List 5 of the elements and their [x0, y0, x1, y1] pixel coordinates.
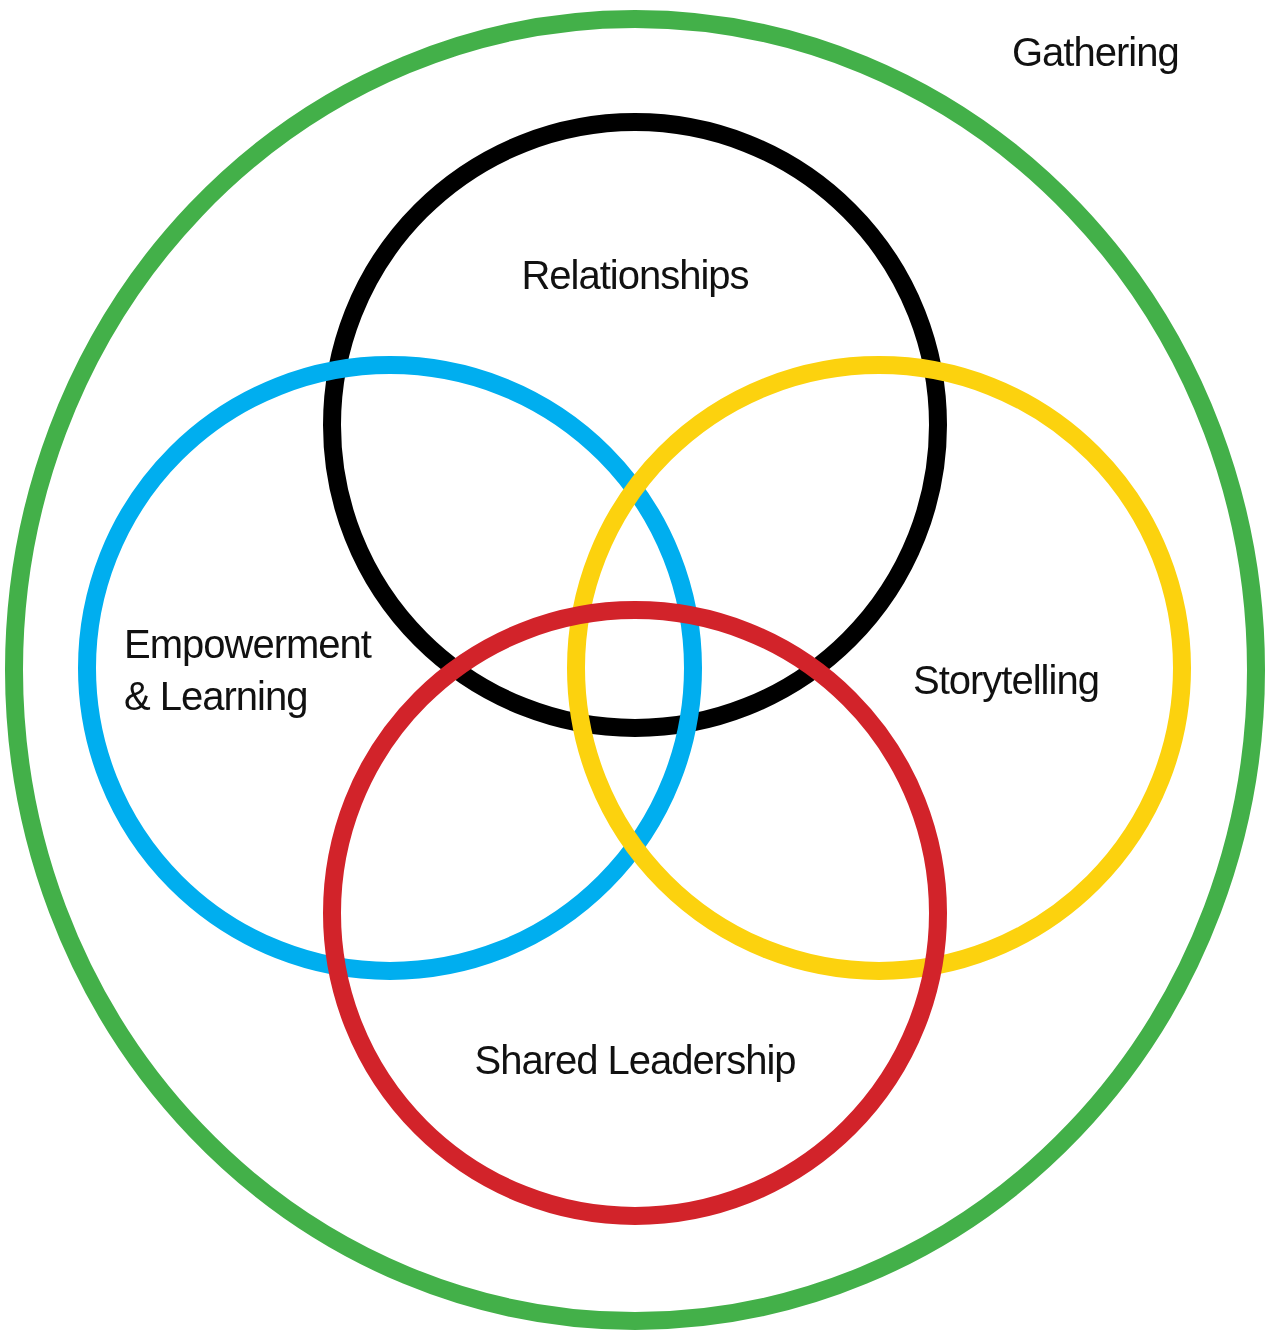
circle-label: Storytelling — [913, 657, 1100, 704]
circle-label: Empowerment & Learning — [124, 621, 373, 720]
circle-label: Relationships — [520, 252, 750, 299]
circle-label: Gathering — [1012, 29, 1180, 76]
circle-label: Shared Leadership — [473, 1037, 797, 1084]
